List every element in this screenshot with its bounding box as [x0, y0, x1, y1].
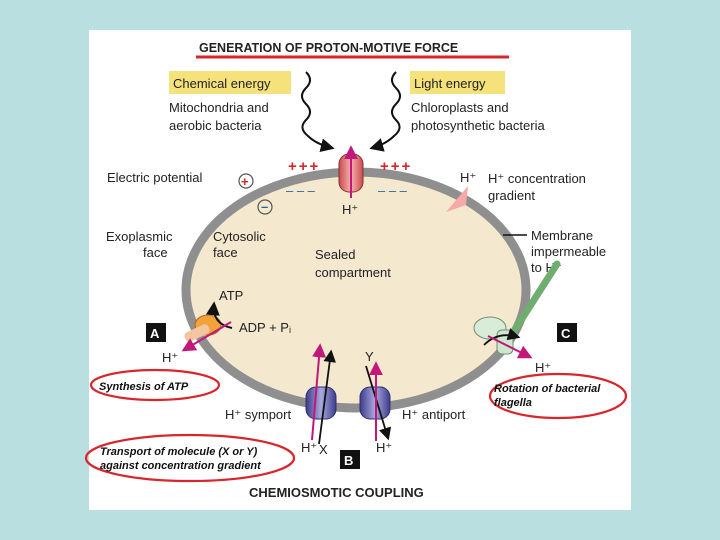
exoplasmic-face-1: Exoplasmic [106, 229, 173, 244]
cytosolic-face-2: face [213, 245, 238, 260]
positive-sign: + [241, 174, 249, 189]
negative-sign: – [261, 199, 268, 214]
box-c-label: C [561, 326, 571, 341]
transport-callout-circle [84, 433, 296, 483]
atp-h-plus-label: H⁺ [162, 350, 178, 365]
sealed-compartment-2: compartment [315, 265, 391, 280]
chemical-energy-desc-1: Mitochondria and [169, 100, 269, 115]
h-symport-label: H⁺ symport [225, 407, 291, 422]
membrane-impermeable-1: Membrane [531, 228, 593, 243]
synthesis-of-atp-label: Synthesis of ATP [99, 381, 189, 393]
adp-label: ADP + Pᵢ [239, 320, 291, 335]
antiport-h-plus-label: H⁺ [376, 440, 392, 455]
rotation-label-2: flagella [494, 397, 532, 409]
membrane-impermeable-2: impermeable [531, 244, 606, 259]
light-energy-desc-1: Chloroplasts and [411, 100, 509, 115]
negative-sign-circle [257, 199, 273, 215]
h-plus-pump-label: H⁺ [342, 202, 358, 217]
transport-label-2: against concentration gradient [100, 460, 262, 472]
flagellum-h-plus-arrow [487, 335, 533, 359]
negative-charges-right: – – – [378, 183, 408, 198]
chemical-energy-label: Chemical energy [173, 76, 271, 91]
atp-h-plus-arrow [181, 321, 232, 352]
symport-h-plus-arrow [311, 343, 327, 441]
rotation-label-1: Rotation of bacterial [494, 383, 601, 395]
chemical-energy-arrow [301, 71, 335, 153]
light-energy-desc-2: photosynthetic bacteria [411, 118, 545, 133]
flagellum-h-plus-label: H⁺ [535, 360, 551, 375]
box-b-label: B [344, 453, 353, 468]
h-antiport-label: H⁺ antiport [402, 407, 466, 422]
box-b [340, 450, 360, 469]
negative-charges-left: – – – [286, 183, 316, 198]
box-a [146, 323, 166, 342]
rotation-callout-circle [488, 372, 628, 420]
cytosolic-face-1: Cytosolic [213, 229, 266, 244]
exoplasmic-face-2: face [143, 245, 168, 260]
electric-potential-label: Electric potential [107, 170, 202, 185]
x-label: X [319, 442, 328, 457]
symport-h-plus-label: H⁺ [301, 440, 317, 455]
box-a-label: A [150, 326, 160, 341]
concentration-gradient-1: H⁺ concentration [488, 171, 586, 186]
symport-transporter [305, 386, 337, 420]
light-energy-label: Light energy [414, 76, 486, 91]
chemical-energy-desc-2: aerobic bacteria [169, 118, 262, 133]
positive-sign-circle [238, 173, 254, 189]
concentration-gradient-2: gradient [488, 188, 535, 203]
box-c [557, 323, 577, 342]
y-label: Y [365, 349, 374, 364]
symport-x-arrow [318, 349, 336, 445]
synthesis-callout-circle [89, 368, 221, 402]
atp-synthesis-arrow [205, 301, 233, 329]
transport-label-1: Transport of molecule (X or Y) [100, 446, 258, 458]
light-energy-highlight [410, 71, 505, 94]
h-plus-gradient-label: H⁺ [460, 170, 476, 185]
chemiosmotic-coupling-label: CHEMIOSMOTIC COUPLING [249, 485, 424, 500]
light-energy-arrow [369, 71, 401, 152]
gradient-wedge [446, 186, 468, 212]
positive-charges-right: +++ [380, 158, 412, 175]
chemical-energy-highlight [169, 71, 291, 94]
atp-label: ATP [219, 288, 243, 303]
flagellum-rotation-arrow [483, 328, 521, 346]
sealed-compartment-1: Sealed [315, 247, 355, 262]
figure-title: GENERATION OF PROTON-MOTIVE FORCE [199, 41, 458, 55]
positive-charges-left: +++ [288, 158, 320, 175]
atp-synthase-stalk [184, 324, 210, 342]
